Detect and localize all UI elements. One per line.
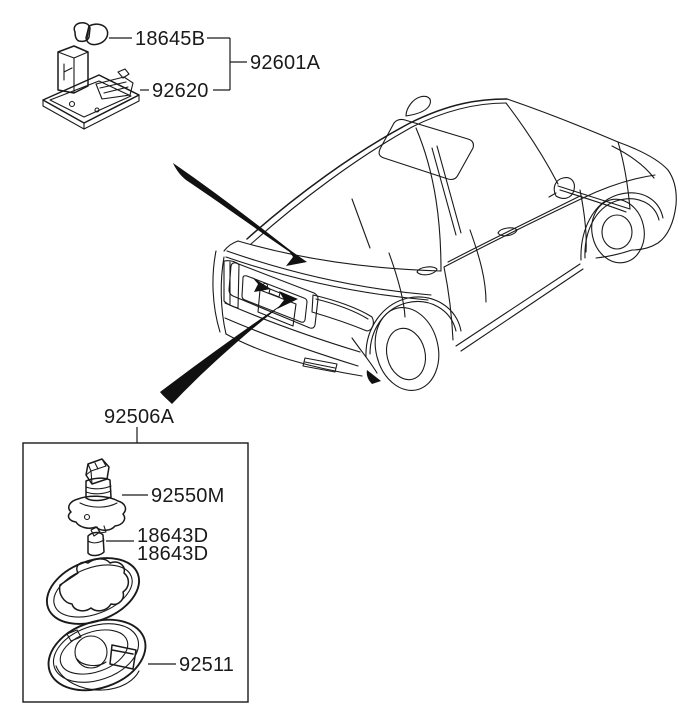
arrowhead-top (286, 248, 307, 266)
hood (617, 141, 677, 206)
rear-wheel (365, 296, 462, 391)
rear-bumper (225, 333, 363, 377)
trunk-lid (226, 250, 432, 296)
front-wheel (580, 192, 664, 264)
pointer-arrows (160, 163, 307, 404)
part-label-lamp-housing: 92620 (152, 80, 209, 102)
part-label-license-lamp-kit: 92506A (104, 406, 175, 428)
part-label-wedge-bulb-b: 18643D (137, 543, 208, 565)
lamp-housing-drawing (42, 45, 140, 130)
part-label-lamp-assembly: 92601A (250, 52, 321, 74)
car-drawing (212, 95, 677, 391)
festoon-bulb-drawing (73, 22, 109, 46)
license-plate-recess (228, 262, 319, 329)
lens-drawing (47, 618, 147, 692)
rear-reflector (302, 357, 338, 373)
tail-light-left (223, 260, 240, 309)
part-label-festoon-bulb: 18645B (135, 28, 205, 50)
part-label-lens: 92511 (179, 654, 234, 676)
roof-line (246, 98, 508, 240)
swoosh-arrow-top (173, 163, 297, 257)
side-mirror (553, 177, 575, 199)
part-label-bulb-socket: 92550M (151, 485, 224, 507)
belt-line (443, 174, 656, 268)
kit-box (22, 442, 249, 703)
door-handle-rear (416, 266, 438, 276)
leader-lines-top (109, 37, 247, 91)
arrowhead-bottom (277, 291, 298, 309)
bulb-socket-drawing (67, 458, 127, 534)
antenna (405, 95, 431, 117)
windshield (506, 98, 619, 143)
part-label-wedge-bulb-a: 18643D (137, 525, 208, 547)
arrowhead-lamp-location (252, 277, 271, 292)
license-lamp-kit-group: 92506A 92550M 18643D 18643D (22, 406, 249, 703)
b-pillar (431, 145, 462, 236)
sunroof (378, 118, 474, 181)
swoosh-arrow-bottom (160, 303, 284, 404)
door-handle-front (497, 227, 518, 237)
wedge-bulb-drawing (87, 526, 105, 557)
top-lamp-assembly: 18645B 92601A 92620 (42, 22, 321, 130)
rear-window (237, 240, 442, 272)
